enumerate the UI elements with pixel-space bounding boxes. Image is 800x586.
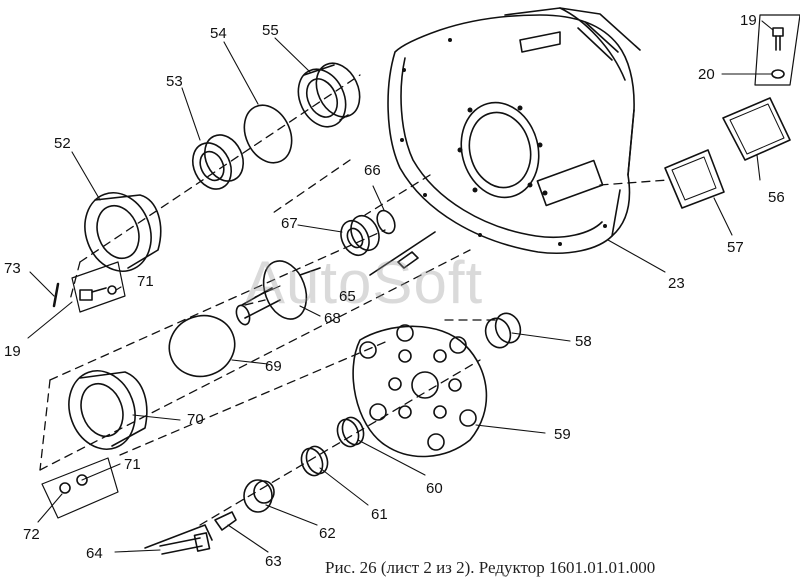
callout-19-left: 19 bbox=[4, 343, 21, 360]
callout-57: 57 bbox=[727, 239, 744, 256]
figure-caption: Рис. 26 (лист 2 из 2). Редуктор 1601.01.… bbox=[325, 558, 656, 577]
bearing-67 bbox=[340, 214, 380, 257]
callout-52: 52 bbox=[54, 135, 71, 152]
ring-54 bbox=[243, 104, 293, 164]
bushing-58 bbox=[484, 312, 522, 349]
nut-group-left bbox=[41, 457, 119, 519]
callout-68: 68 bbox=[324, 310, 341, 327]
callout-20: 20 bbox=[698, 66, 715, 83]
callout-55: 55 bbox=[262, 22, 279, 39]
ring-69 bbox=[168, 314, 236, 378]
callout-70: 70 bbox=[187, 411, 204, 428]
housing-23 bbox=[387, 7, 641, 255]
callout-71-bottom: 71 bbox=[124, 456, 141, 473]
ring-61 bbox=[300, 445, 329, 477]
cover-56 bbox=[722, 97, 791, 161]
callout-60: 60 bbox=[426, 480, 443, 497]
callout-69: 69 bbox=[265, 358, 282, 375]
callout-67: 67 bbox=[281, 215, 298, 232]
callout-73: 73 bbox=[4, 260, 21, 277]
callout-59: 59 bbox=[554, 426, 571, 443]
callout-23: 23 bbox=[668, 275, 685, 292]
callout-63: 63 bbox=[265, 553, 282, 570]
seal-53 bbox=[191, 134, 245, 190]
callout-64: 64 bbox=[86, 545, 103, 562]
washer-20 bbox=[771, 69, 785, 79]
lock-plate-63 bbox=[214, 511, 237, 531]
bolt-19-top bbox=[754, 14, 800, 86]
callout-62: 62 bbox=[319, 525, 336, 542]
bolt-64 bbox=[144, 524, 213, 555]
gasket-57 bbox=[664, 149, 725, 209]
callout-66: 66 bbox=[364, 162, 381, 179]
callout-71-top: 71 bbox=[137, 273, 154, 290]
callout-72: 72 bbox=[23, 526, 40, 543]
ring-66 bbox=[376, 209, 396, 235]
ring-60 bbox=[336, 416, 365, 448]
washer-62 bbox=[243, 479, 275, 513]
callout-61: 61 bbox=[371, 506, 388, 523]
cover-52 bbox=[84, 192, 162, 272]
callout-53: 53 bbox=[166, 73, 183, 90]
watermark: AutoSoft bbox=[245, 249, 484, 316]
callout-54: 54 bbox=[210, 25, 227, 42]
assembly-axis-lines bbox=[39, 74, 669, 526]
leader-lines bbox=[27, 20, 774, 553]
flange-70 bbox=[68, 370, 148, 450]
flange-59 bbox=[352, 324, 488, 458]
bolt-65 bbox=[369, 231, 436, 276]
callout-65: 65 bbox=[339, 288, 356, 305]
callout-58: 58 bbox=[575, 333, 592, 350]
callout-56: 56 bbox=[768, 189, 785, 206]
callout-19-top: 19 bbox=[740, 12, 757, 29]
